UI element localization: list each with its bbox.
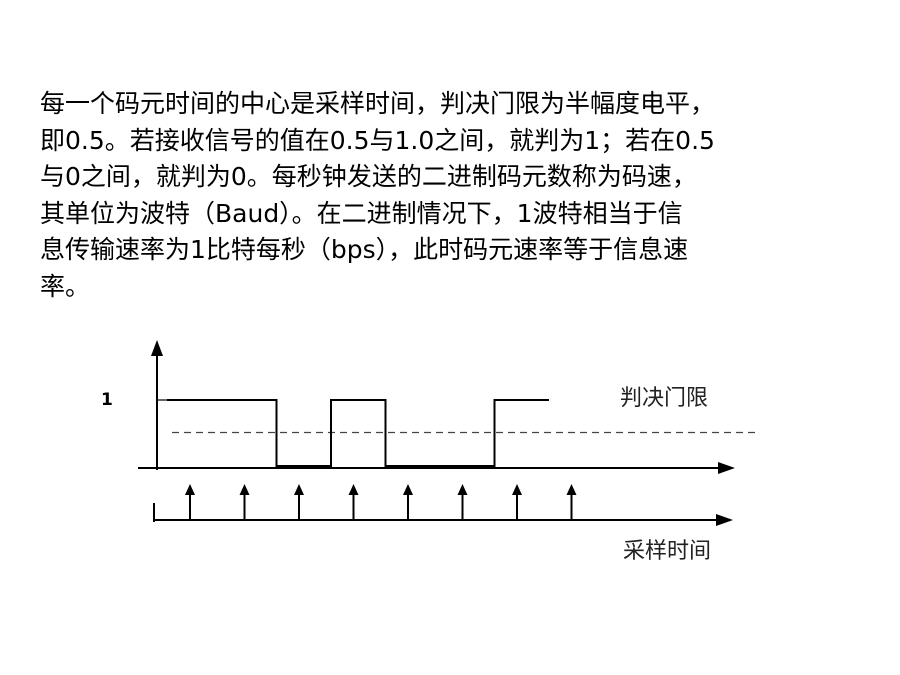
y-axis-arrow-icon [151,340,163,356]
paragraph-line-1: 每一个码元时间的中心是采样时间，判决门限为半幅度电平， [40,89,716,118]
sample-arrow-icon [457,484,468,520]
paragraph-line-3: 与0之间，就判为0。每秒钟发送的二进制码元数称为码速， [40,162,697,191]
sample-arrows [185,484,577,520]
paragraph-line-4: 其单位为波特（Baud）。在二进制情况下，1波特相当于信 [40,198,683,228]
x-axis-arrow-icon [718,462,735,474]
sampling-label: 采样时间 [623,539,711,564]
sampling-axis-arrow-icon [716,514,733,526]
paragraph: 每一个码元时间的中心是采样时间，判决门限为半幅度电平， 即0.5。若接收信号的值… [40,86,870,305]
sample-arrow-icon [294,484,304,520]
paragraph-line-5: 息传输速率为1比特每秒（bps），此时码元速率等于信息速 [40,235,689,264]
sample-arrow-icon [239,484,250,520]
sample-arrow-icon [566,484,577,520]
binary-waveform [167,399,549,467]
sample-arrow-icon [403,484,413,520]
paragraph-line-2: 即0.5。若接收信号的值在0.5与1.0之间，就判为1；若在0.5 [40,125,715,155]
sample-arrow-icon [348,484,359,520]
sample-arrow-icon [512,484,522,520]
threshold-label: 判决门限 [620,386,708,411]
sample-arrow-icon [185,484,195,520]
y-level-label: 1 [101,390,113,410]
paragraph-line-6: 率。 [40,271,91,301]
